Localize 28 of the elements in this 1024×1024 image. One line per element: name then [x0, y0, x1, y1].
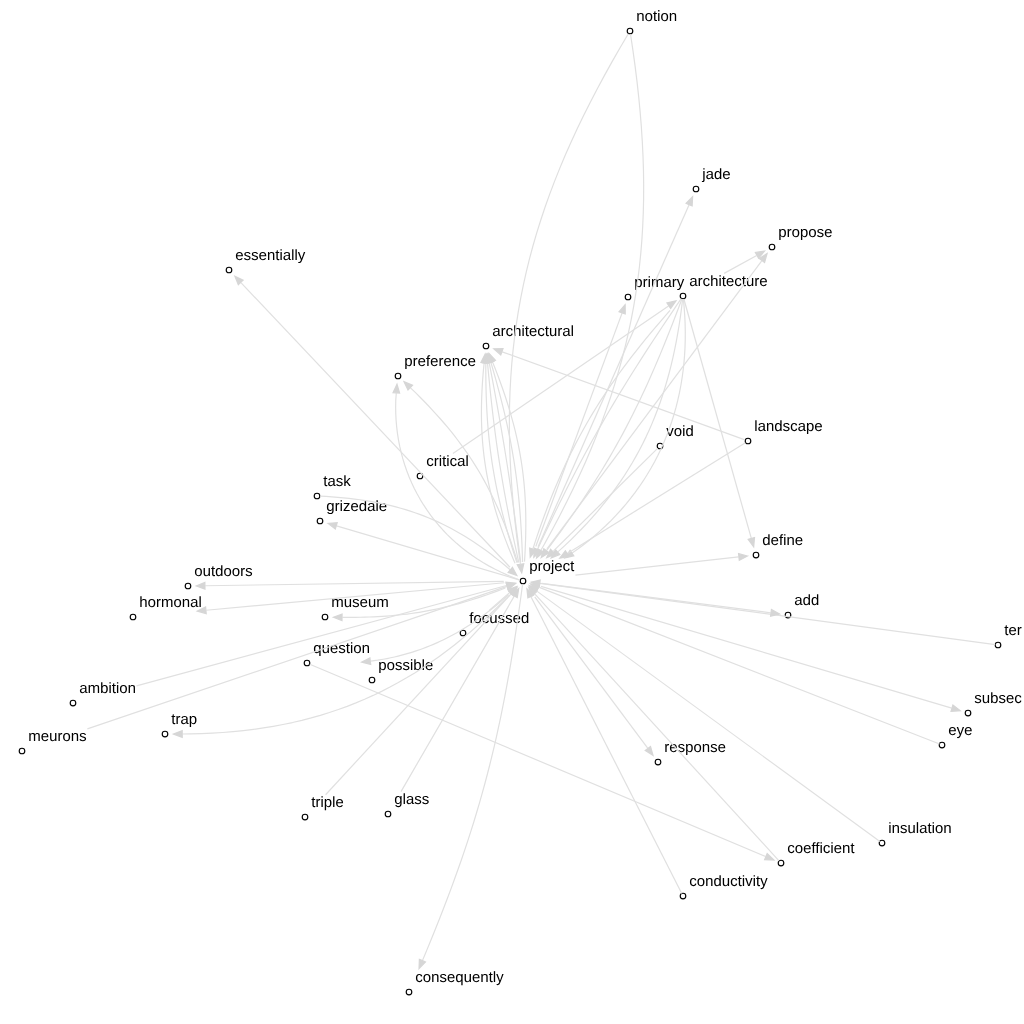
- word-label: task: [323, 475, 351, 487]
- word-label: project: [530, 560, 575, 575]
- word-label: outdoors: [194, 565, 253, 577]
- arrow: [723, 250, 766, 274]
- word-label: grizedale: [326, 500, 387, 515]
- word-label: jade: [701, 168, 730, 183]
- word-label: preference: [405, 355, 476, 370]
- word-label: void: [666, 425, 693, 437]
- word-label: primary: [635, 276, 685, 291]
- word-label: architectural: [492, 325, 573, 337]
- word-label: essentially: [235, 249, 306, 264]
- word-label: glass: [394, 793, 429, 808]
- word-label: conductivity: [689, 875, 768, 890]
- word-label: meurons: [29, 732, 87, 742]
- word-label: propose: [779, 228, 832, 241]
- word-label: coefficient: [787, 842, 855, 854]
- word-label: critical: [426, 455, 468, 467]
- word-label: architecture: [689, 275, 767, 287]
- word-label: notion: [637, 10, 677, 22]
- word-label: eye: [948, 726, 972, 739]
- word-label: ter: [1004, 625, 1022, 636]
- word-label: insulation: [889, 822, 951, 834]
- word-label: consequently: [415, 971, 504, 986]
- word-label: subsec: [974, 692, 1022, 704]
- word-label: add: [794, 594, 819, 606]
- word-label: landscape: [755, 420, 822, 435]
- word-label: triple: [311, 796, 344, 811]
- word-label: define: [762, 534, 803, 546]
